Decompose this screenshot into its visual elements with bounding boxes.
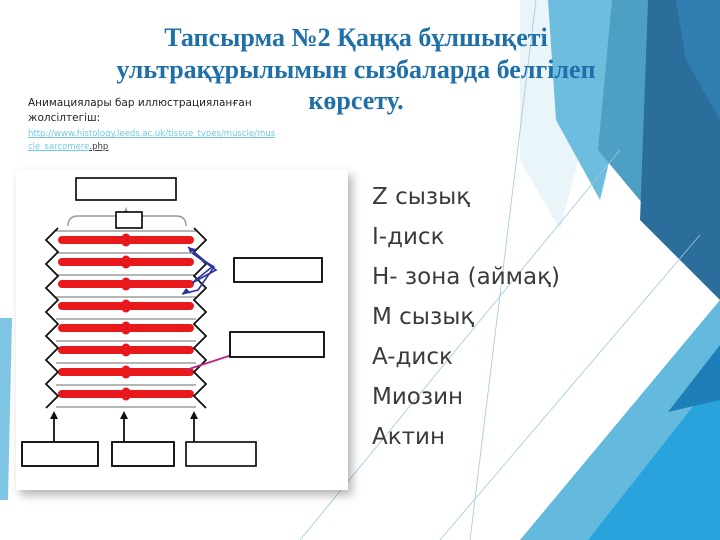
diagram-blank-box-bottom-2[interactable] <box>111 441 175 467</box>
source-url-part-2: sarcomere <box>44 142 90 153</box>
filament-stack <box>44 227 208 409</box>
decor-shape-dark-accent-bottom <box>668 345 720 412</box>
page-title: Тапсырма №2 Қаңқа бұлшықеті ультрақұрылы… <box>96 22 616 117</box>
sarcomere-diagram-image <box>16 170 348 490</box>
diagram-blank-box-bottom-1[interactable] <box>21 441 99 467</box>
list-item: A-диск <box>372 344 453 370</box>
list-item: H- зона (аймақ) <box>372 264 560 290</box>
source-caption-line-2: жолсілтегіш: <box>28 112 101 125</box>
sarcomere-brace <box>67 206 187 227</box>
z-line-left <box>44 227 60 409</box>
arrowhead-up <box>120 411 128 419</box>
myosin-filament <box>58 343 194 357</box>
source-url-link[interactable]: http://www.histology.leeds.ac.uk/tissue_… <box>28 128 278 154</box>
answer-term-list: Z сызық I-диск H- зона (аймақ) M сызық A… <box>372 186 672 466</box>
list-item: Z сызық <box>372 184 471 210</box>
arrowhead-up <box>50 411 58 419</box>
blue-arrowhead-upper <box>188 247 196 253</box>
myosin-filament <box>58 365 194 379</box>
sarcomere-diagram-svg <box>21 177 325 467</box>
blue-arrowhead-lower <box>182 288 191 294</box>
myosin-filament <box>58 277 194 291</box>
myosin-filament <box>58 299 194 313</box>
source-caption-block: Анимациялары бар иллюстрацияланған жолсі… <box>28 96 278 154</box>
actin-filaments <box>56 230 196 408</box>
myosin-filament <box>58 387 194 401</box>
title-line-1: Тапсырма №2 Қаңқа бұлшықеті <box>164 23 548 52</box>
decor-shape-midblue-topedge <box>676 0 720 120</box>
myosin-filament <box>58 233 194 247</box>
arrowhead-up <box>190 411 198 419</box>
source-url-part-3: .php <box>89 142 109 153</box>
source-caption-line-1: Анимациялары бар иллюстрацияланған <box>28 97 252 109</box>
myosin-filament <box>58 321 194 335</box>
myosin-filament <box>58 255 194 269</box>
diagram-blank-box-right-lower[interactable] <box>229 331 325 358</box>
myosin-filaments <box>58 233 194 401</box>
blue-zigzag-pointer <box>181 246 218 295</box>
list-item: Актин <box>372 424 446 450</box>
diagram-blank-box-top[interactable] <box>75 177 177 201</box>
diagram-blank-box-bottom-3[interactable] <box>185 441 257 467</box>
bottom-arrowheads <box>50 411 198 419</box>
diagram-blank-box-right-upper[interactable] <box>233 257 323 283</box>
list-item: Миозин <box>372 384 464 410</box>
title-line-3: көрсету. <box>308 86 404 116</box>
list-item: I-диск <box>372 224 445 250</box>
title-line-2: ультрақұрылымын сызбаларда белгілеп <box>116 54 596 84</box>
diagram-blank-box-sarcomere[interactable] <box>115 211 143 229</box>
source-url-part-1: http://www.histology.leeds.ac.uk/tissue_… <box>28 129 276 153</box>
decor-shape-left-tab <box>0 318 12 500</box>
list-item: M сызық <box>372 304 475 330</box>
